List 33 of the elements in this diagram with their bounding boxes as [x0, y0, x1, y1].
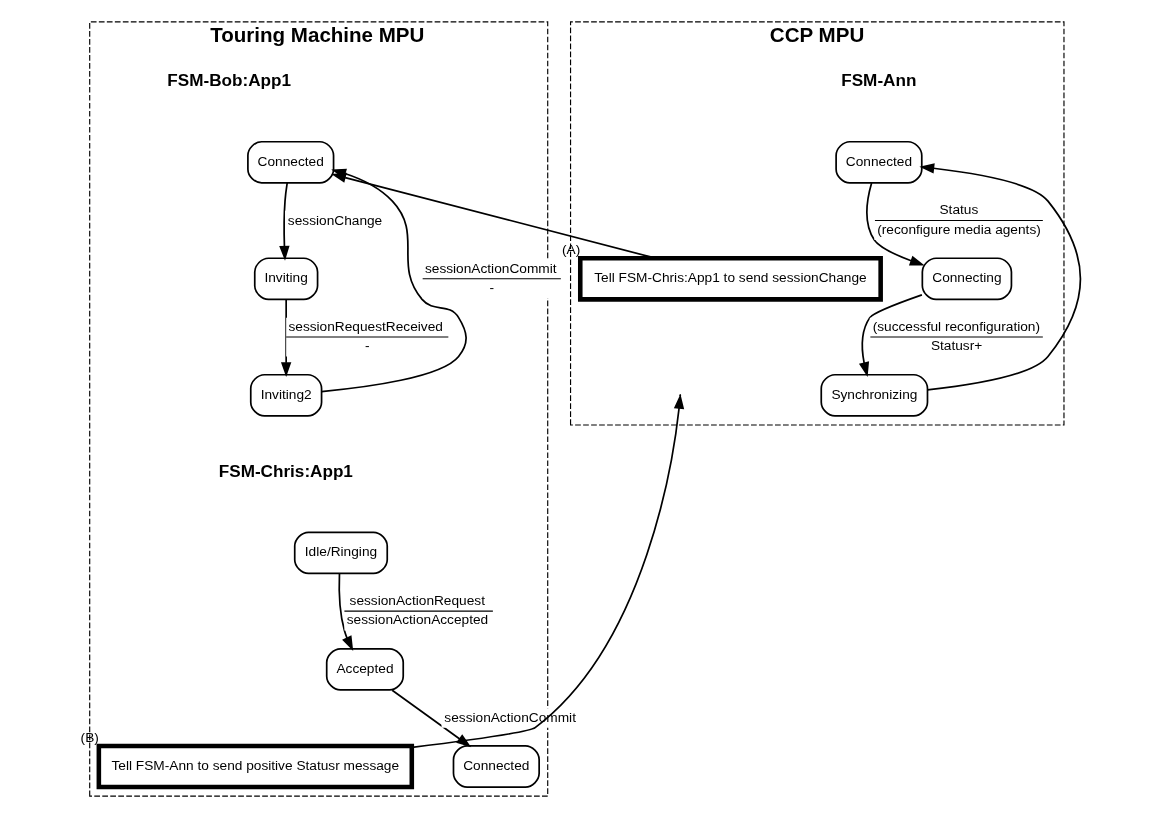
node-box: Synchronizing	[819, 373, 928, 417]
node-box: Inviting	[253, 257, 318, 301]
edge-label: sessionChange	[287, 212, 382, 228]
arrow	[337, 572, 353, 651]
node-box: Idle/Ringing	[293, 531, 388, 575]
node-box: Connected	[452, 745, 540, 788]
edge-label: sessionActionRequest	[349, 593, 485, 608]
arrow	[280, 298, 291, 378]
edge-label: -	[488, 280, 494, 296]
arrow	[330, 172, 656, 260]
node-box: Inviting2	[249, 373, 322, 417]
edge-label: sessionActionCommit	[424, 260, 557, 276]
edge-label: Status	[938, 202, 978, 218]
edge-label: -	[364, 338, 370, 354]
edge-label: (reconfigure media agents)	[876, 221, 1041, 237]
edge-label: sessionRequestReceived	[287, 318, 443, 334]
edge-label: Statusr+	[930, 338, 982, 354]
node-label: (A)	[561, 242, 580, 258]
node-box: Connecting	[921, 257, 1012, 301]
label: FSM-Bob:App1	[166, 70, 291, 91]
node-box: Tell FSM-Ann to send positive Statusr message	[96, 743, 414, 790]
edge-label: sessionActionAccepted	[346, 612, 488, 628]
label: FSM-Ann	[840, 70, 916, 91]
node-label: (B)	[80, 730, 99, 746]
arrow	[278, 182, 290, 261]
arrow	[865, 182, 925, 266]
arrow	[858, 293, 923, 377]
arrow	[918, 163, 1081, 391]
node-box: Connected	[246, 140, 334, 184]
label: FSM-Chris:App1	[218, 460, 353, 481]
node-box: Accepted	[325, 648, 404, 691]
node-box: Connected	[834, 140, 923, 184]
edge-label: (successful reconfiguration)	[872, 318, 1040, 334]
